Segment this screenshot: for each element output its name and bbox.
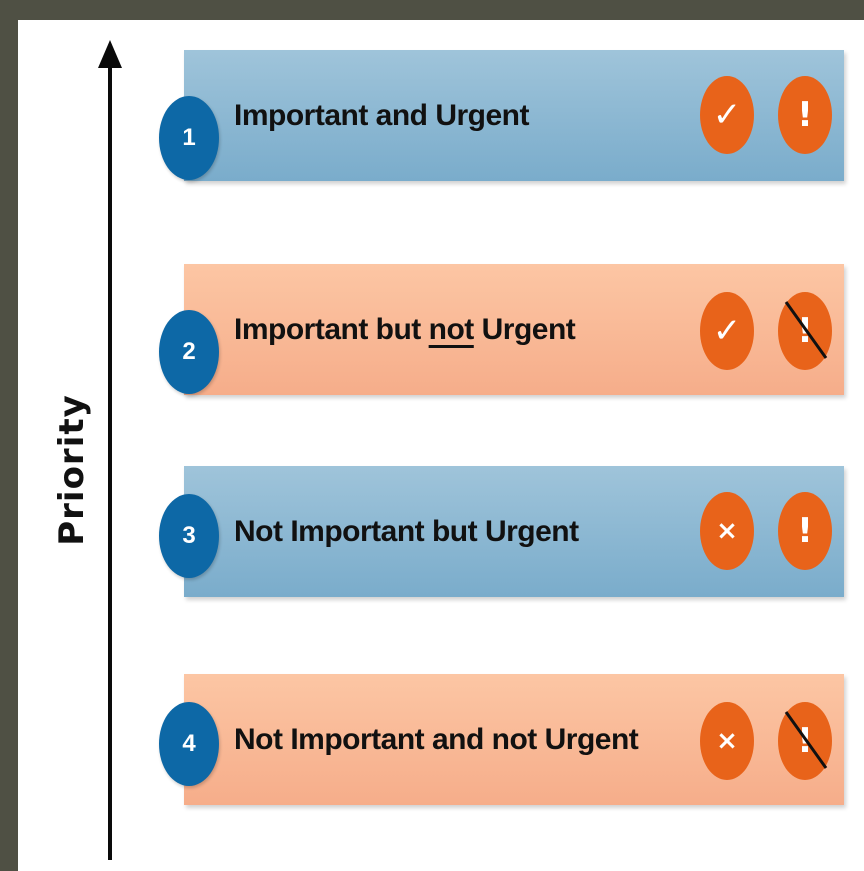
priority-label-1: Important and Urgent	[234, 50, 530, 181]
exclamation-glyph: !	[797, 511, 813, 551]
strike-line	[784, 301, 828, 359]
cross-icon: ×	[700, 702, 754, 780]
priority-label-3: Not Important but Urgent	[234, 466, 579, 597]
priority-bar-4: Not Important and not Urgent × !	[184, 674, 844, 805]
priority-bar-2: Important but not Urgent ✓ !	[184, 264, 844, 395]
label-text: Important but	[234, 312, 429, 346]
priority-number-1: 1	[159, 96, 219, 180]
label-emphasis: not	[428, 312, 475, 346]
exclamation-icon: !	[778, 492, 832, 570]
check-icon: ✓	[700, 76, 754, 154]
exclamation-icon: !	[778, 76, 832, 154]
exclamation-struck-icon: !	[778, 292, 832, 370]
cross-glyph: ×	[716, 726, 738, 756]
strike-line	[784, 711, 828, 769]
label-text: Not Important and not Urgent	[234, 722, 639, 756]
cross-icon: ×	[700, 492, 754, 570]
check-icon: ✓	[700, 292, 754, 370]
priority-number-4: 4	[159, 702, 219, 786]
priority-bar-3: Not Important but Urgent × !	[184, 466, 844, 597]
label-text: Urgent	[473, 312, 576, 346]
cross-glyph: ×	[716, 516, 738, 546]
check-glyph: ✓	[712, 95, 742, 135]
exclamation-struck-icon: !	[778, 702, 832, 780]
priority-diagram: Priority Important and Urgent ✓ ! 1 Impo…	[18, 20, 864, 871]
priority-label-2: Important but not Urgent	[234, 264, 576, 395]
check-glyph: ✓	[712, 311, 742, 351]
priority-bar-1: Important and Urgent ✓ !	[184, 50, 844, 181]
label-text: Not Important but Urgent	[234, 514, 579, 548]
priority-label-4: Not Important and not Urgent	[234, 674, 639, 805]
exclamation-glyph: !	[797, 95, 813, 135]
priority-axis-line	[108, 62, 112, 860]
priority-number-2: 2	[159, 310, 219, 394]
label-text: Important and Urgent	[234, 98, 530, 132]
priority-number-3: 3	[159, 494, 219, 578]
axis-label: Priority	[52, 394, 92, 546]
